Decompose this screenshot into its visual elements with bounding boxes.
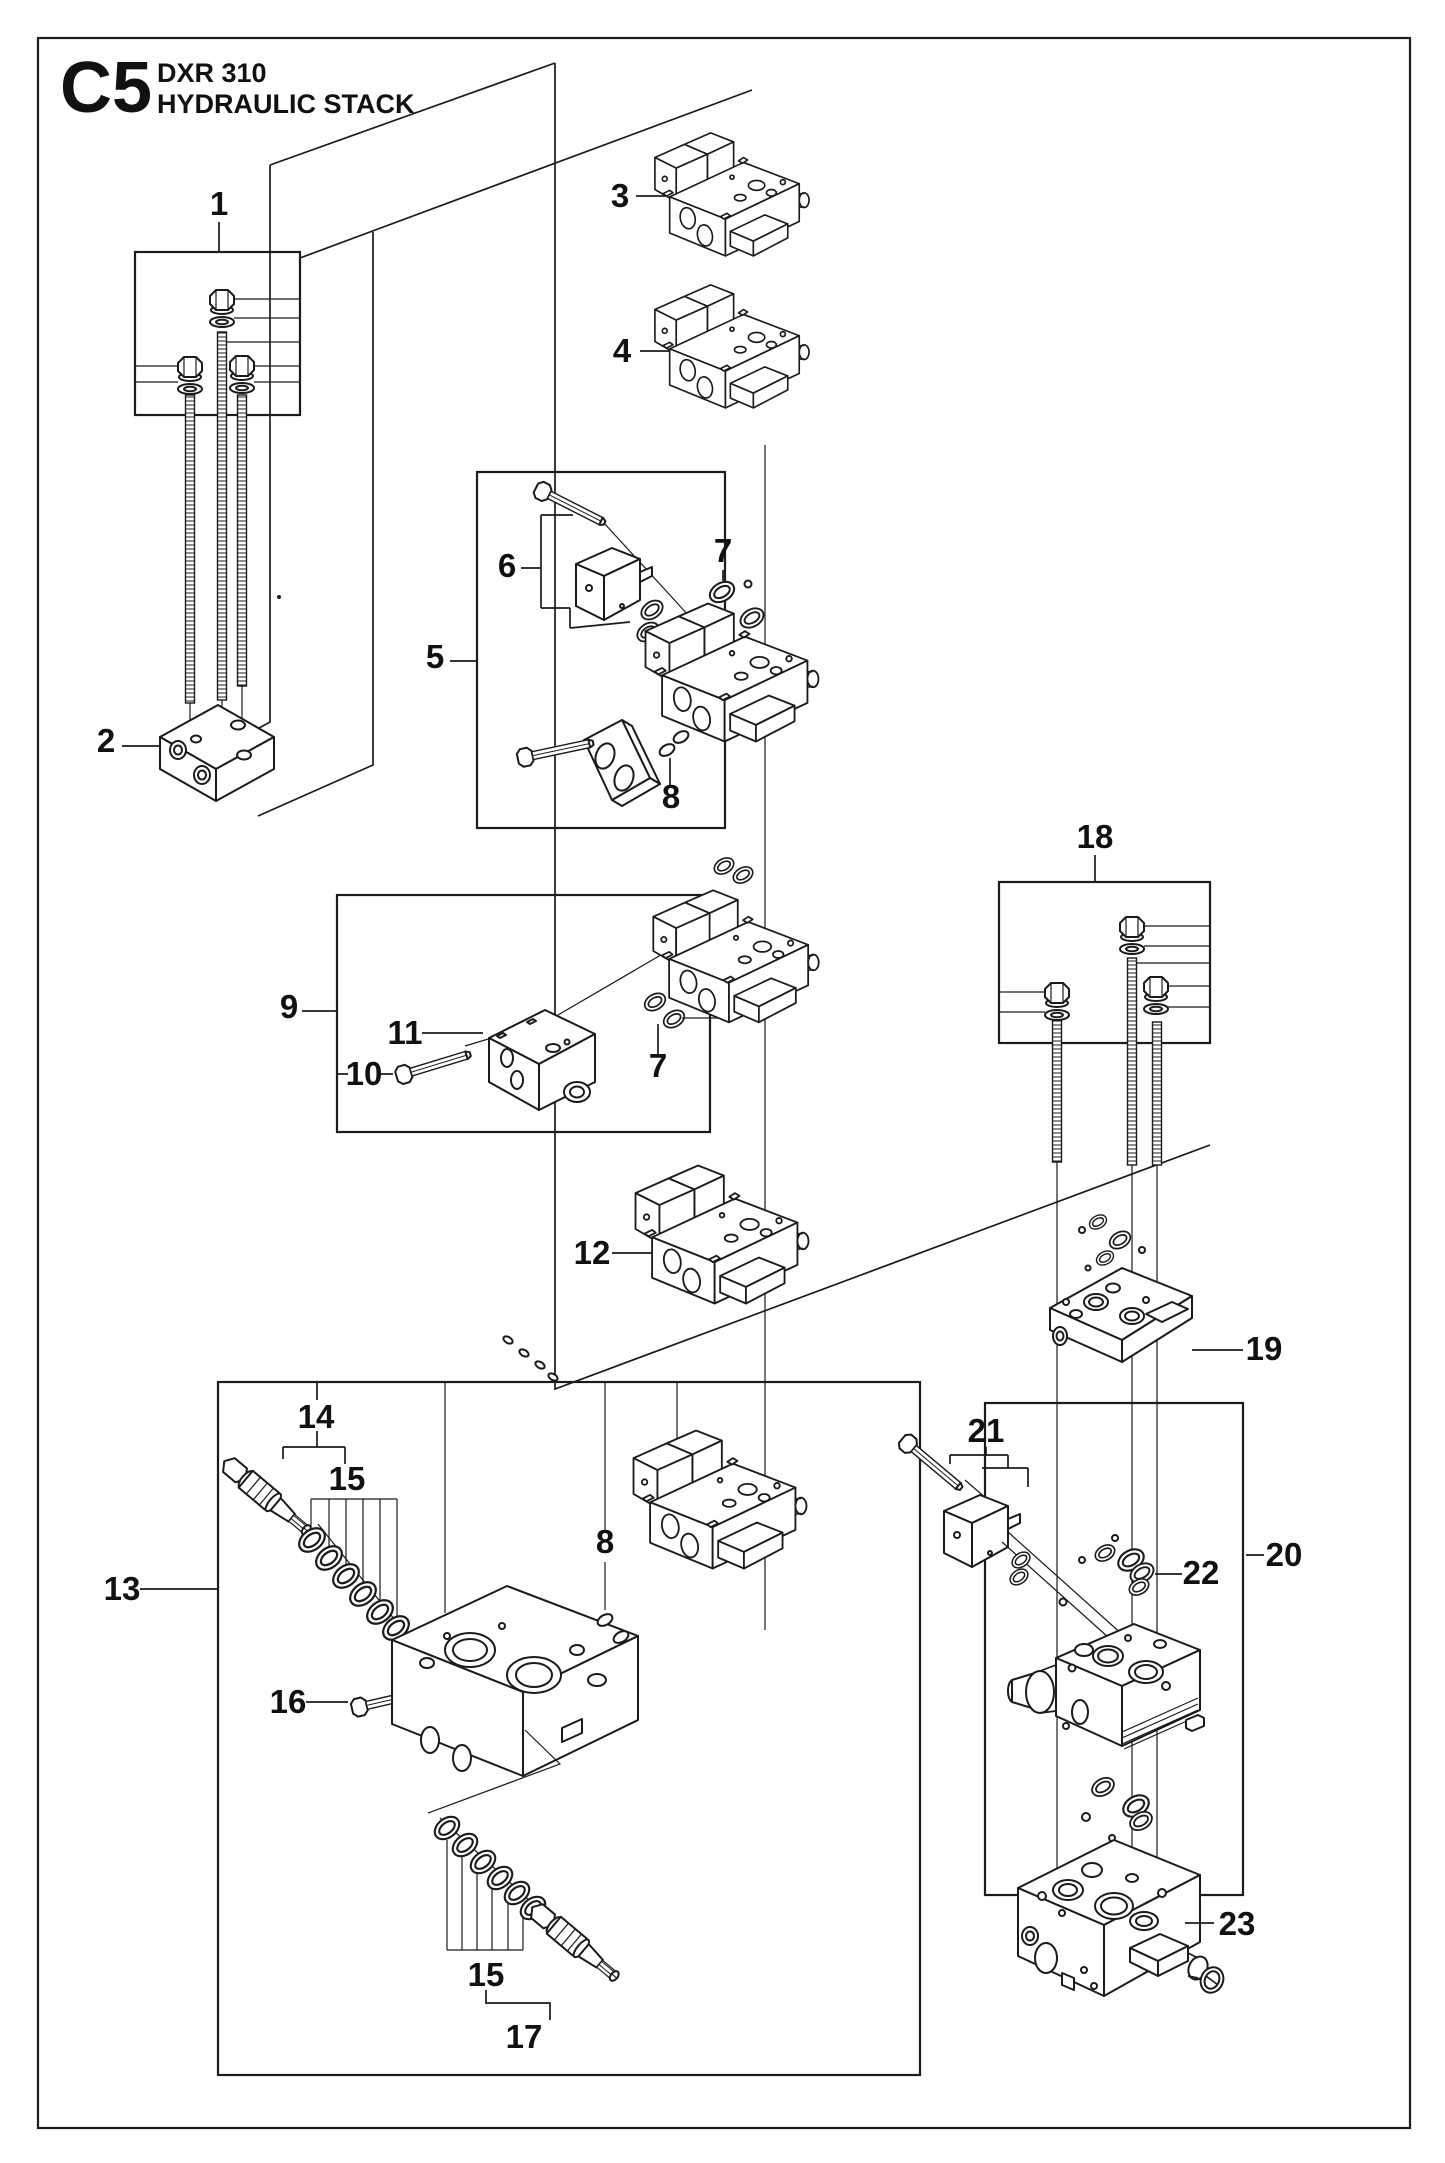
page-code: C5 [60,48,152,128]
callout-15b: 15 [468,1956,505,1993]
callout-19: 19 [1246,1330,1283,1367]
callout-14: 14 [298,1398,335,1435]
callout-8a: 8 [662,778,680,815]
model-name: DXR 310 [157,58,267,88]
callout-3: 3 [611,177,629,214]
group-1-studs: 1 [133,185,302,752]
callout-5: 5 [426,638,444,675]
callout-9: 9 [280,988,298,1025]
callout-13: 13 [104,1570,141,1607]
construction-lines [229,62,1211,1903]
valve-section-3: 3 [611,132,810,257]
title-block: C5 DXR 310 HYDRAULIC STACK [60,48,415,128]
small-fittings [502,1335,559,1382]
callout-23: 23 [1219,1905,1256,1942]
callout-17: 17 [506,2018,543,2055]
callout-15a: 15 [329,1460,366,1497]
callout-12: 12 [574,1234,611,1271]
callout-6: 6 [498,547,516,584]
valve-section-4: 4 [613,284,810,409]
callout-20: 20 [1266,1536,1303,1573]
group-18-studs: 18 [997,818,1212,1166]
page-title: HYDRAULIC STACK [157,89,415,119]
callout-7a: 7 [714,532,732,569]
callout-18: 18 [1077,818,1114,855]
callout-10: 10 [346,1055,383,1092]
callout-7b: 7 [649,1047,667,1084]
callout-1: 1 [210,185,228,222]
group-13-manifold-kit: 13 14 15 16 15 17 [104,1380,922,2077]
valve-section-lower: 8 [596,1382,808,1644]
seal-washer [710,853,738,879]
callout-4: 4 [613,332,632,369]
callout-21: 21 [968,1412,1005,1449]
seals-above-plate-19 [1078,1211,1146,1272]
box-13 [216,1380,922,2077]
callout-16: 16 [270,1683,307,1720]
group-9-valve-kit: 9 10 11 7 [280,889,820,1134]
page-border [36,36,1412,2130]
callout-8b: 8 [596,1523,614,1560]
part-23-manifold: 23 [1017,1839,1256,1997]
group-20-valve-kit: 20 21 22 [895,1401,1303,1897]
callout-11: 11 [388,1014,423,1051]
valve-section-12: 12 [574,1164,810,1305]
group-5-valve-kit: 5 6 7 8 [426,470,820,830]
part-2-end-block: 2 [97,704,275,802]
part-19-plate: 19 [1049,1267,1283,1367]
callout-22: 22 [1183,1554,1220,1591]
seal-washer [729,862,757,888]
callout-2: 2 [97,722,115,759]
